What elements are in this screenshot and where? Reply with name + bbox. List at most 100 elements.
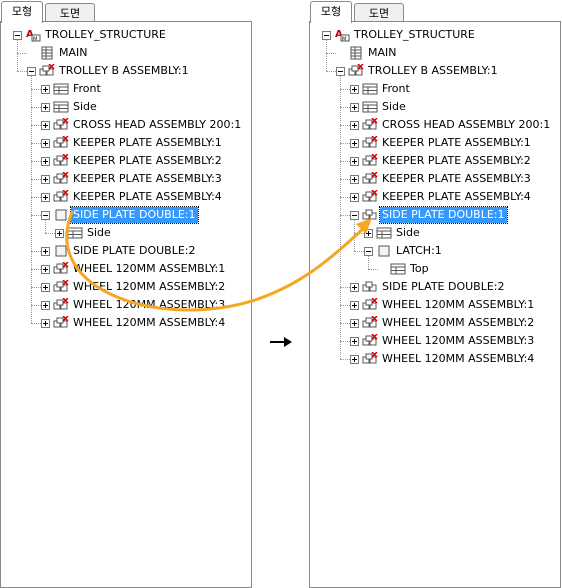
expand-toggle-icon[interactable] xyxy=(350,318,359,328)
tree-node[interactable]: WHEEL 120MM ASSEMBLY:1 xyxy=(350,296,536,314)
tree-node[interactable]: LATCH:1 xyxy=(364,242,444,260)
tree-node[interactable]: CROSS HEAD ASSEMBLY 200:1 xyxy=(41,116,243,134)
tree-node[interactable]: KEEPER PLATE ASSEMBLY:3 xyxy=(41,170,224,188)
expand-toggle-icon[interactable] xyxy=(41,138,50,148)
tree-node-label: TROLLEY_STRUCTURE xyxy=(354,28,475,41)
tree-connector xyxy=(31,89,41,90)
assembly-x-icon xyxy=(362,333,378,348)
expand-toggle-icon[interactable] xyxy=(350,336,359,346)
assembly-x-icon xyxy=(362,297,378,312)
expand-toggle-icon[interactable] xyxy=(41,84,50,94)
expand-toggle-icon[interactable] xyxy=(41,174,50,184)
collapse-toggle-icon[interactable] xyxy=(27,66,36,76)
tree-node-label: WHEEL 120MM ASSEMBLY:3 xyxy=(73,298,226,311)
expand-toggle-icon[interactable] xyxy=(41,102,50,112)
tree-node[interactable]: Side xyxy=(55,224,113,242)
tree-node[interactable]: WHEEL 120MM ASSEMBLY:3 xyxy=(41,296,227,314)
tree-node[interactable]: KEEPER PLATE ASSEMBLY:1 xyxy=(41,134,224,152)
tree-node[interactable]: MAIN xyxy=(336,44,399,62)
tree-node[interactable]: KEEPER PLATE ASSEMBLY:4 xyxy=(350,188,533,206)
tree-node[interactable]: WHEEL 120MM ASSEMBLY:4 xyxy=(41,314,227,332)
expand-toggle-icon[interactable] xyxy=(41,300,50,310)
tree-node[interactable]: KEEPER PLATE ASSEMBLY:4 xyxy=(41,188,224,206)
tree-connector xyxy=(45,233,55,234)
expand-toggle-icon[interactable] xyxy=(41,246,50,256)
expand-toggle-icon[interactable] xyxy=(41,156,50,166)
tree-node-label: WHEEL 120MM ASSEMBLY:1 xyxy=(382,298,535,311)
assembly-x-icon xyxy=(362,153,378,168)
tree-connector xyxy=(31,251,41,252)
assembly-x-icon xyxy=(53,117,69,132)
expand-toggle-icon[interactable] xyxy=(55,228,64,238)
tab-model[interactable]: 모형 xyxy=(1,1,43,23)
tree-node[interactable]: WHEEL 120MM ASSEMBLY:1 xyxy=(41,260,227,278)
tree-connector xyxy=(340,341,350,342)
expand-toggle-icon[interactable] xyxy=(41,192,50,202)
tree-node[interactable]: KEEPER PLATE ASSEMBLY:1 xyxy=(350,134,533,152)
tree-node[interactable]: TROLLEY B ASSEMBLY:1 xyxy=(336,62,500,80)
tree-node[interactable]: Side xyxy=(350,98,408,116)
tree-node[interactable]: MAIN xyxy=(27,44,90,62)
tree-node-label: MAIN xyxy=(368,46,397,59)
view-icon xyxy=(376,226,392,240)
expand-toggle-icon[interactable] xyxy=(350,120,359,130)
tree-connector xyxy=(31,107,41,108)
expand-toggle-icon[interactable] xyxy=(41,282,50,292)
tree-node[interactable]: SIDE PLATE DOUBLE:2 xyxy=(350,278,507,296)
collapse-toggle-icon[interactable] xyxy=(336,66,345,76)
tree-node[interactable]: SIDE PLATE DOUBLE:2 xyxy=(41,242,198,260)
tree-node[interactable]: KEEPER PLATE ASSEMBLY:3 xyxy=(350,170,533,188)
tree-node[interactable]: WHEEL 120MM ASSEMBLY:2 xyxy=(350,314,536,332)
tab-drawing[interactable]: 도면 xyxy=(354,3,404,22)
tree-node[interactable]: SIDE PLATE DOUBLE:1 xyxy=(350,206,508,224)
expand-toggle-icon[interactable] xyxy=(350,192,359,202)
tree-node[interactable]: WHEEL 120MM ASSEMBLY:2 xyxy=(41,278,227,296)
expand-toggle-icon[interactable] xyxy=(41,318,50,328)
tree-node[interactable]: Top xyxy=(378,260,431,278)
tree-node[interactable]: Side xyxy=(41,98,99,116)
expand-toggle-icon[interactable] xyxy=(350,138,359,148)
tree-node[interactable]: WHEEL 120MM ASSEMBLY:4 xyxy=(350,350,536,368)
collapse-toggle-icon[interactable] xyxy=(13,30,22,40)
view-icon xyxy=(67,226,83,240)
expand-toggle-icon[interactable] xyxy=(350,102,359,112)
tree-connector xyxy=(17,71,27,72)
expand-toggle-icon[interactable] xyxy=(350,84,359,94)
tree-connector xyxy=(340,179,350,180)
tree-node[interactable]: Front xyxy=(41,80,103,98)
tree-node[interactable]: Side xyxy=(364,224,422,242)
expand-toggle-icon[interactable] xyxy=(350,156,359,166)
collapse-toggle-icon[interactable] xyxy=(364,246,373,256)
tree-node-label: WHEEL 120MM ASSEMBLY:2 xyxy=(73,280,226,293)
tab-drawing[interactable]: 도면 xyxy=(45,3,95,22)
expand-toggle-icon[interactable] xyxy=(41,264,50,274)
expand-toggle-icon[interactable] xyxy=(350,174,359,184)
tree-node-label: KEEPER PLATE ASSEMBLY:4 xyxy=(73,190,222,203)
tree-node-label: SIDE PLATE DOUBLE:1 xyxy=(70,206,199,224)
assembly-x-icon xyxy=(362,171,378,186)
tree-node[interactable]: TROLLEY B ASSEMBLY:1 xyxy=(27,62,191,80)
collapse-toggle-icon[interactable] xyxy=(41,210,50,220)
tree-node[interactable]: KEEPER PLATE ASSEMBLY:2 xyxy=(41,152,224,170)
tree-node[interactable]: KEEPER PLATE ASSEMBLY:2 xyxy=(350,152,533,170)
tree-node[interactable]: CROSS HEAD ASSEMBLY 200:1 xyxy=(350,116,552,134)
expand-toggle-icon[interactable] xyxy=(41,120,50,130)
expand-toggle-icon[interactable] xyxy=(364,228,373,238)
expand-toggle-icon[interactable] xyxy=(350,282,359,292)
tree-connector xyxy=(31,269,41,270)
tab-model[interactable]: 모형 xyxy=(310,1,352,23)
collapse-toggle-icon[interactable] xyxy=(322,30,331,40)
assembly-x-icon xyxy=(53,315,69,330)
expand-toggle-icon[interactable] xyxy=(350,354,359,364)
expand-toggle-icon[interactable] xyxy=(350,300,359,310)
collapse-toggle-icon[interactable] xyxy=(350,210,359,220)
tree-node[interactable]: WHEEL 120MM ASSEMBLY:3 xyxy=(350,332,536,350)
view-icon xyxy=(362,82,378,96)
tree-node-label: KEEPER PLATE ASSEMBLY:1 xyxy=(382,136,531,149)
tree-node[interactable]: SIDE PLATE DOUBLE:1 xyxy=(41,206,199,224)
tree-connector xyxy=(31,323,41,324)
tree-node[interactable]: Front xyxy=(350,80,412,98)
